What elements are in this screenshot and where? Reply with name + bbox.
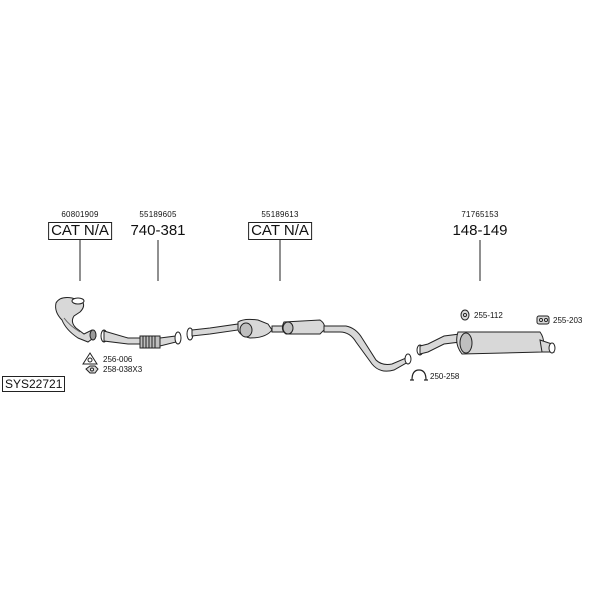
oe-number-2: 55189605 bbox=[139, 210, 177, 219]
accessory-label-250-258[interactable]: 250-258 bbox=[430, 372, 460, 381]
oe-number-1: 60801909 bbox=[61, 210, 99, 219]
part-front-catalyst bbox=[55, 297, 97, 343]
part-rear-silencer bbox=[416, 331, 556, 356]
oe-number-3: 55189613 bbox=[261, 210, 299, 219]
rubber-hanger-icon bbox=[460, 309, 470, 321]
accessory-label-256-006[interactable]: 256-006 bbox=[103, 355, 133, 364]
gasket-triangle-icon bbox=[82, 352, 98, 365]
accessory-label-255-112[interactable]: 255-112 bbox=[474, 311, 503, 320]
part-front-pipe bbox=[100, 329, 182, 349]
part-label-2[interactable]: 740-381 bbox=[130, 222, 186, 239]
part-label-1[interactable]: CAT N/A bbox=[48, 222, 112, 240]
oe-number-4: 71765153 bbox=[461, 210, 499, 219]
part-middle-section bbox=[186, 318, 412, 372]
nut-icon bbox=[85, 365, 99, 374]
mounting-bracket-icon bbox=[536, 315, 550, 325]
part-label-3[interactable]: CAT N/A bbox=[248, 222, 312, 240]
pipe-clamp-icon bbox=[410, 369, 428, 381]
accessory-label-255-203[interactable]: 255-203 bbox=[553, 316, 583, 325]
accessory-label-258-038x3[interactable]: 258-038X3 bbox=[103, 365, 143, 374]
part-label-4[interactable]: 148-149 bbox=[452, 222, 508, 239]
system-code: SYS22721 bbox=[2, 376, 66, 392]
